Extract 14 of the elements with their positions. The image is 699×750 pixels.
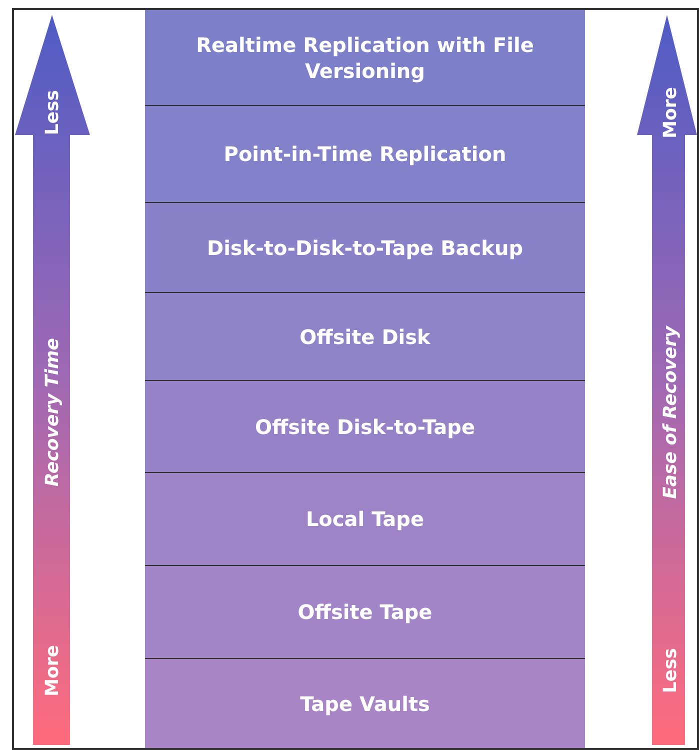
tier-box: Offsite Tape xyxy=(145,565,585,658)
tier-box: Point-in-Time Replication xyxy=(145,105,585,202)
axis-label: Ease of Recovery xyxy=(660,326,680,498)
tier-box: Offsite Disk-to-Tape xyxy=(145,380,585,472)
scale-end-label: More xyxy=(42,644,62,696)
axis-label: Recovery Time xyxy=(42,338,62,486)
tier-box: Local Tape xyxy=(145,472,585,565)
scale-end-label: Less xyxy=(42,90,62,135)
scale-end-label: More xyxy=(660,86,680,138)
tier-box: Tape Vaults xyxy=(145,658,585,748)
scale-end-label: Less xyxy=(660,648,680,693)
tier-box: Offsite Disk xyxy=(145,292,585,380)
tier-box: Disk-to-Disk-to-Tape Backup xyxy=(145,202,585,292)
tier-box: Realtime Replication with File Versioning xyxy=(145,10,585,105)
